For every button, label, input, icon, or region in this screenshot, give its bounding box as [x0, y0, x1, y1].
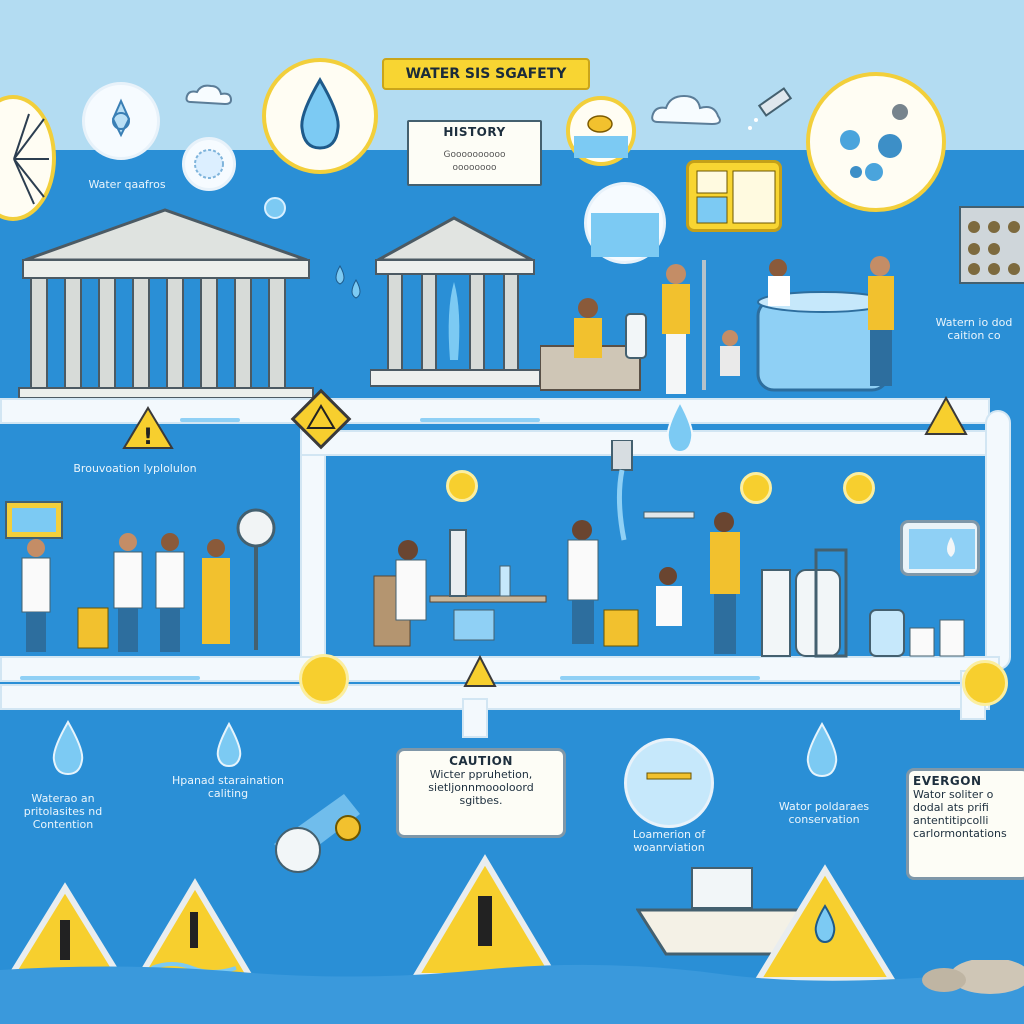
pipe-stripe	[180, 418, 240, 422]
warning-sign-icon	[924, 395, 968, 435]
evergon-line-4: carlormontations	[913, 827, 1007, 840]
hazard-round-sign	[740, 472, 772, 504]
water-drop-icon	[52, 719, 84, 776]
water-surface-bubble	[584, 182, 666, 264]
caution-line-3: sgitbes.	[459, 794, 503, 807]
caution-heading: CAUTION	[449, 754, 513, 768]
page-title: WATER SIS SGAFETY	[382, 58, 590, 90]
evergon-line-3: antentitipcolli	[913, 814, 989, 827]
seabed	[0, 960, 1024, 1024]
hazard-round-sign	[962, 660, 1008, 706]
history-heading: HISTORY	[443, 125, 506, 139]
warning-board-icon	[696, 170, 776, 224]
history-line-2: oooooooo	[452, 163, 497, 173]
water-surface-icon	[591, 213, 659, 257]
filtration-equipment	[761, 548, 965, 658]
workers-scene	[643, 511, 740, 654]
caution-box: CAUTION Wicter ppruhetion, sietljonnmooo…	[396, 748, 566, 838]
pipe-stripe	[560, 676, 760, 680]
fish-bubble	[566, 96, 636, 166]
hazard-round-sign	[843, 472, 875, 504]
person-yellow-left	[574, 298, 602, 358]
microbe-icon	[840, 104, 908, 181]
lotus-bubble	[82, 82, 160, 160]
pipe-vertical-left	[300, 420, 326, 660]
microbe-bubble	[806, 72, 946, 212]
child-seated	[656, 567, 682, 626]
lab-worker	[395, 540, 427, 621]
large-warning-sign	[752, 864, 898, 983]
pipe-stripe	[20, 676, 200, 680]
pipe-upper-return	[300, 430, 1010, 456]
person-at-tank	[768, 259, 790, 306]
person-child	[720, 330, 740, 376]
scientist-pipe-scene	[567, 440, 639, 647]
scientist-standing	[567, 520, 599, 644]
fish-icon	[574, 115, 628, 158]
monitor-drop-icon	[909, 529, 975, 569]
label-water-quality: Water qaafros	[88, 178, 166, 191]
svg-text:!: !	[143, 425, 153, 450]
evergon-line-1: Wator soliter o	[913, 788, 994, 801]
person-center	[662, 264, 690, 394]
water-drop-icon	[300, 77, 340, 150]
boat-lens-bubble	[624, 738, 714, 828]
water-drop-icon	[806, 721, 838, 778]
person-yellow	[202, 539, 230, 644]
water-drop-bubble	[262, 58, 378, 174]
comet-fish-icon	[274, 794, 361, 873]
oar-icon	[646, 772, 692, 780]
history-line-1: Goooooooooo	[443, 150, 506, 160]
control-panel-icon	[959, 206, 1024, 284]
water-drop-icon	[666, 399, 694, 454]
coral-bubble	[182, 137, 236, 191]
windmill-icon	[13, 113, 49, 205]
hazard-round-sign	[446, 470, 478, 502]
faucet-icon	[748, 87, 793, 130]
water-drop-icon	[216, 721, 242, 768]
people-at-tank-scene	[540, 256, 894, 394]
label-bottom-3: Loamerion of woanrviation	[632, 828, 706, 854]
warning-board	[686, 160, 782, 232]
label-bottom-2: Hpanad staraination caliting	[171, 774, 285, 800]
pipe-drop-caution	[462, 698, 488, 738]
coral-icon	[194, 149, 224, 179]
monitor-screen	[900, 520, 980, 576]
evergon-line-2: dodal ats prifi	[913, 801, 989, 814]
evergon-heading: EVERGON	[913, 774, 982, 788]
person-right	[868, 256, 894, 386]
ancient-temple	[18, 208, 314, 399]
boat-icon	[636, 867, 811, 956]
pipe-stripe	[420, 418, 540, 422]
small-drops-icon	[335, 264, 361, 299]
warning-diamond-icon	[290, 388, 352, 450]
caution-line-1: Wicter ppruhetion,	[429, 768, 533, 781]
scientists-group-scene	[5, 501, 276, 652]
lotus-icon	[111, 98, 131, 138]
pipe-vertical-right	[985, 410, 1011, 670]
label-right-top: Watern io dod caition co	[935, 316, 1013, 342]
scientist-1	[21, 539, 51, 652]
worker-yellow	[710, 512, 740, 654]
scientist-3	[155, 533, 185, 652]
label-bottom-4: Wator poldaraes conservation	[778, 800, 870, 826]
hazard-round-sign	[299, 654, 349, 704]
temple-fountain	[370, 216, 540, 387]
history-panel: HISTORY Goooooooooo oooooooo	[407, 120, 542, 186]
lab-desk-scene	[373, 529, 547, 647]
label-bottom-1: Waterao an pritolasites nd Contention	[23, 792, 103, 831]
label-mid-left: Brouvoation lyplolulon	[73, 462, 197, 475]
cloud-icon	[651, 94, 721, 126]
evergon-box: EVERGON Wator soliter o dodal ats prifi …	[906, 768, 1024, 880]
scientist-2	[113, 533, 143, 652]
bubble-dot	[264, 197, 286, 219]
warning-sign-icon: !	[122, 406, 174, 450]
cloud-icon	[185, 84, 233, 106]
warning-sign-icon	[463, 654, 497, 687]
caution-line-2: sietljonnmoooloord	[428, 781, 534, 794]
